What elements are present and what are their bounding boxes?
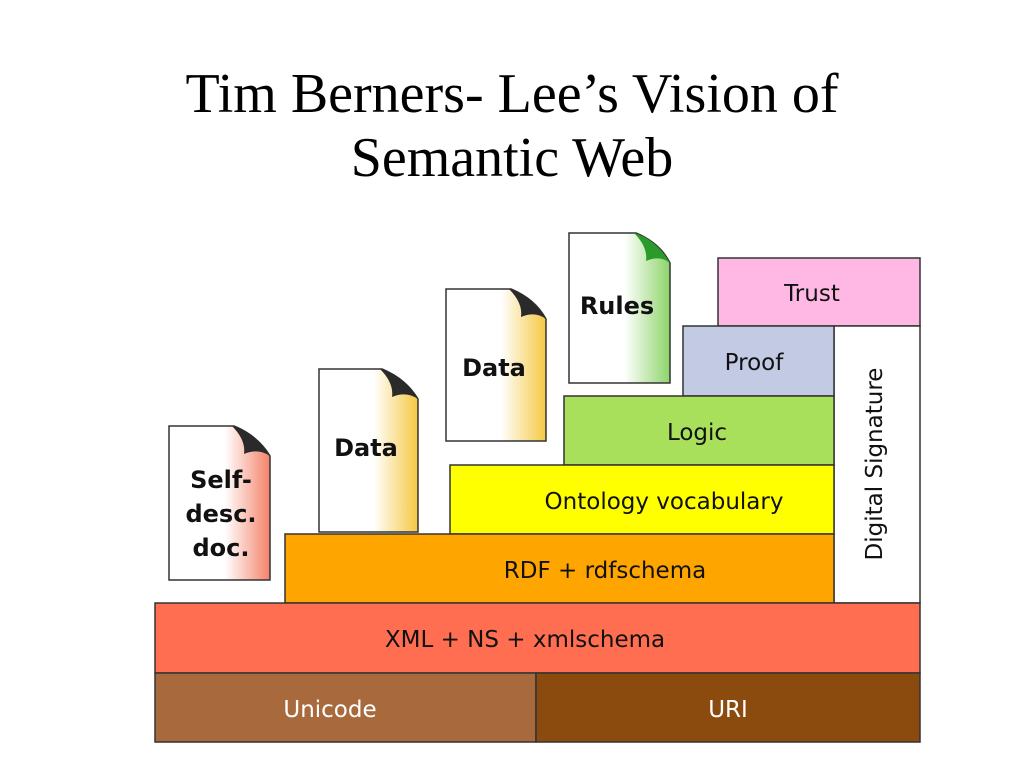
layer-unicode: Unicode [154,672,537,743]
doc-self-desc-line-2: desc. [185,500,256,528]
layer-trust-label: Trust [783,281,840,307]
doc-data-2-label: Data [462,354,526,382]
layer-unicode-label: Unicode [283,697,376,723]
page-title: Tim Berners- Lee’s Vision of Semantic We… [0,62,1024,190]
layer-logic: Logic [563,395,835,466]
title-line-1: Tim Berners- Lee’s Vision of [185,63,839,125]
doc-data-1: Data [318,368,419,533]
layer-xml: XML + NS + xmlschema [154,602,921,674]
doc-self-desc: Self- desc. doc. [168,425,271,581]
doc-data-1-label: Data [334,434,398,462]
layer-proof: Proof [682,325,835,397]
doc-self-desc-line-1: Self- [190,466,252,494]
layer-digital-signature: Digital Signature [833,325,921,604]
layer-trust: Trust [717,257,921,327]
layer-ontology-label: Ontology vocabulary [545,489,784,515]
layer-logic-label: Logic [667,420,727,446]
layer-proof-label: Proof [725,350,785,376]
layer-rdf-label: RDF + rdfschema [504,558,706,584]
layer-uri: URI [535,672,921,743]
doc-self-desc-line-3: doc. [192,534,249,562]
doc-rules: Rules [568,232,671,384]
layer-ontology: Ontology vocabulary [449,464,835,535]
doc-data-2: Data [445,288,547,442]
title-line-2: Semantic Web [350,127,674,189]
layer-digital-signature-label: Digital Signature [862,368,888,561]
layer-rdf: RDF + rdfschema [284,533,835,604]
layer-xml-label: XML + NS + xmlschema [385,627,665,653]
doc-rules-label: Rules [580,292,654,320]
layer-uri-label: URI [708,697,748,723]
